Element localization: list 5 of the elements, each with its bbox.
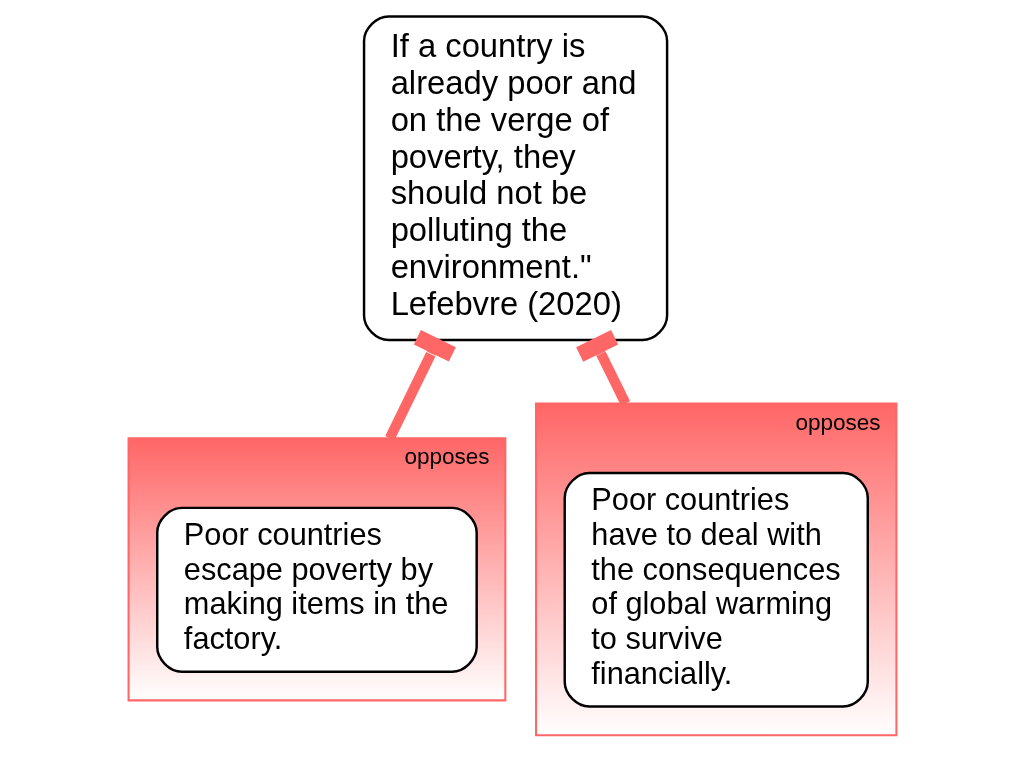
node-box: If a country is already poor and on the verge of poverty, they should not be polluting the environment." Lefebvre (2020) (362, 15, 668, 342)
connector (575, 330, 630, 406)
node-box: Poor countries have to deal with the consequences of global warming to survive financially. (563, 471, 869, 708)
node-box: Poor countries escape poverty by making items in the factory. (155, 506, 478, 673)
connector (384, 330, 456, 441)
